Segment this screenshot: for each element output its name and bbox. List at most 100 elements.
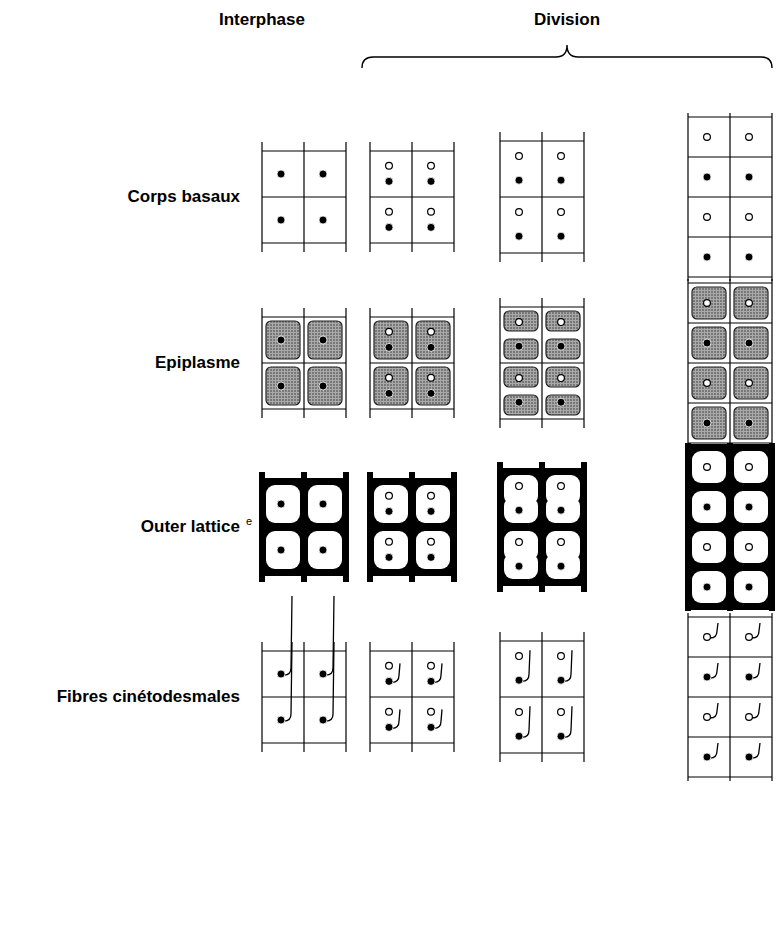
kinetodesmal-fibre bbox=[392, 709, 400, 728]
new-basal-body bbox=[704, 634, 711, 641]
new-basal-body bbox=[428, 328, 435, 335]
new-basal-body bbox=[386, 538, 393, 545]
new-basal-body bbox=[558, 319, 565, 326]
cell-wall bbox=[688, 116, 772, 117]
old-basal-body bbox=[319, 500, 327, 508]
epiplasm-scale bbox=[504, 367, 538, 387]
epiplasm-scale bbox=[504, 311, 538, 331]
epiplasm-scale bbox=[546, 311, 580, 331]
epiplasm-grid bbox=[262, 308, 346, 418]
new-basal-body bbox=[428, 374, 435, 381]
new-basal-body bbox=[704, 544, 711, 551]
new-basal-body bbox=[746, 714, 753, 721]
old-basal-body bbox=[277, 170, 285, 178]
old-basal-body bbox=[703, 503, 711, 511]
old-basal-body bbox=[427, 723, 435, 731]
epiplasm-scale bbox=[546, 339, 580, 359]
old-basal-body bbox=[515, 506, 523, 514]
old-basal-body bbox=[385, 177, 393, 185]
lattice-mesh bbox=[374, 531, 408, 569]
old-basal-body bbox=[319, 716, 327, 724]
cell-wall bbox=[500, 140, 584, 141]
new-basal-body bbox=[746, 300, 753, 307]
lattice-mesh bbox=[692, 571, 726, 603]
row-label: Corps basaux bbox=[128, 187, 240, 207]
cell-wall bbox=[500, 640, 584, 641]
cell-wall bbox=[370, 362, 454, 363]
cell-wall bbox=[688, 276, 772, 277]
cell-wall bbox=[370, 696, 454, 697]
phase-heading: Interphase bbox=[219, 10, 305, 30]
new-basal-body bbox=[558, 709, 565, 716]
old-basal-body bbox=[557, 176, 565, 184]
old-basal-body bbox=[745, 503, 753, 511]
old-basal-body bbox=[385, 553, 393, 561]
new-basal-body bbox=[428, 708, 435, 715]
old-basal-body bbox=[745, 339, 753, 347]
cell-wall bbox=[262, 478, 346, 484]
new-basal-body bbox=[516, 483, 523, 490]
new-basal-body bbox=[746, 134, 753, 141]
old-basal-body bbox=[703, 419, 711, 427]
kinetodesmal-fibre bbox=[522, 650, 530, 681]
cell-wall bbox=[688, 616, 772, 617]
lattice-mesh bbox=[692, 491, 726, 523]
epiplasm-scale bbox=[734, 287, 768, 319]
epiplasm-scale bbox=[692, 287, 726, 319]
lattice-mesh bbox=[416, 531, 450, 569]
cell-wall bbox=[370, 570, 454, 576]
old-basal-body bbox=[557, 342, 565, 350]
cell-wall bbox=[370, 742, 454, 743]
old-basal-body bbox=[427, 223, 435, 231]
cell-wall bbox=[370, 196, 454, 197]
fibre-grid bbox=[500, 632, 584, 762]
outer-lattice-grid bbox=[259, 472, 349, 582]
lattice-mesh bbox=[734, 451, 768, 483]
cell-wall bbox=[262, 150, 346, 151]
cell-wall bbox=[688, 524, 772, 530]
epiplasm-scale bbox=[692, 367, 726, 399]
basal-body-grid bbox=[500, 132, 584, 262]
fibre-grid bbox=[688, 613, 772, 781]
cell-wall bbox=[688, 444, 772, 450]
cell-wall bbox=[262, 524, 346, 530]
old-basal-body bbox=[319, 336, 327, 344]
epiplasm-scale bbox=[546, 367, 580, 387]
cell-wall bbox=[370, 316, 454, 317]
cell-wall bbox=[688, 564, 772, 570]
old-basal-body bbox=[557, 732, 565, 740]
old-basal-body bbox=[385, 343, 393, 351]
kinetodesmal-fibre bbox=[522, 706, 530, 737]
new-basal-body bbox=[558, 653, 565, 660]
kinetodesmal-fibre bbox=[434, 663, 442, 682]
lattice-mesh bbox=[266, 531, 300, 569]
new-basal-body bbox=[558, 153, 565, 160]
lattice-mesh bbox=[546, 553, 580, 579]
cell-wall bbox=[688, 402, 772, 403]
curly-bracket bbox=[362, 45, 772, 68]
epiplasm-grid bbox=[688, 279, 772, 447]
old-basal-body bbox=[277, 546, 285, 554]
old-basal-body bbox=[515, 232, 523, 240]
cell-wall bbox=[688, 322, 772, 323]
cell-wall bbox=[370, 408, 454, 409]
new-basal-body bbox=[558, 539, 565, 546]
old-basal-body bbox=[277, 670, 285, 678]
kinetodesmal-fibre bbox=[434, 709, 442, 728]
old-basal-body bbox=[515, 732, 523, 740]
cell-wall bbox=[688, 484, 772, 490]
cell-wall bbox=[500, 362, 584, 363]
new-basal-body bbox=[704, 714, 711, 721]
cell-wall bbox=[370, 650, 454, 651]
kinetodesmal-fibre bbox=[564, 706, 572, 737]
old-basal-body bbox=[277, 382, 285, 390]
row-label: Outer lattice bbox=[141, 517, 240, 537]
lattice-mesh bbox=[416, 485, 450, 523]
old-basal-body bbox=[557, 398, 565, 406]
cell-wall bbox=[370, 150, 454, 151]
kinetodesmal-fibre bbox=[752, 623, 760, 638]
old-basal-body bbox=[703, 339, 711, 347]
old-basal-body bbox=[515, 398, 523, 406]
